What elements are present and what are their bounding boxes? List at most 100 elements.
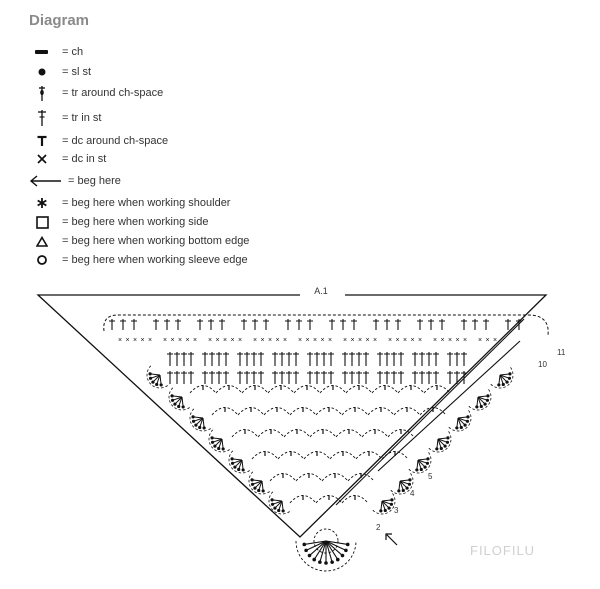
treble-stitch-icon [274, 500, 283, 509]
dc-stitch-icon: × [275, 337, 279, 344]
treble-stitch-icon [416, 459, 419, 470]
stitch-dot [202, 426, 206, 430]
treble-stitch-icon [499, 373, 510, 376]
treble-stitch-icon [437, 438, 446, 447]
dc-stitch-icon: × [418, 337, 422, 344]
treble-stitch-icon [398, 480, 401, 491]
chain-arch [408, 450, 432, 474]
legend-text: = sl st [62, 66, 92, 78]
treble-stitch-icon [325, 540, 348, 545]
dc-stitch-icon: × [148, 337, 152, 344]
stitch-dot [148, 376, 153, 380]
treble-stitch-icon [437, 437, 448, 440]
treble-stitch-icon [381, 500, 386, 511]
slip-stitch-icon [28, 63, 56, 81]
treble-stitch-icon [159, 374, 162, 385]
stitch-dot [483, 402, 487, 406]
dc-stitch-icon: × [313, 337, 317, 344]
treble-stitch-icon [325, 540, 343, 556]
treble-stitch-icon [417, 459, 426, 468]
stitch-dot [340, 553, 345, 558]
chain-arch [490, 365, 514, 389]
treble-stitch-icon [258, 480, 263, 491]
stitch-dot [155, 382, 159, 387]
treble-around-space-icon [28, 84, 56, 102]
stitch-dot [181, 405, 185, 409]
stitch-dot [230, 461, 235, 465]
stitch-dot [463, 423, 467, 427]
stitch-dot [408, 478, 412, 482]
stitch-dot [390, 498, 394, 502]
stitch-dot [173, 402, 177, 406]
treble-stitch-icon [498, 374, 501, 385]
treble-stitch-icon [325, 540, 347, 551]
treble-stitch-icon [195, 417, 204, 426]
stitch-dot [281, 509, 285, 513]
stitch-dot [465, 419, 470, 423]
treble-stitch-icon [181, 396, 184, 407]
square-icon [28, 213, 56, 231]
dc-stitch-icon: × [230, 337, 234, 344]
chain-icon [28, 43, 56, 61]
chain-row [103, 314, 549, 336]
dc-stitch-icon: × [403, 337, 407, 344]
chart-labels: A.1 2 3 4 5 10 11 [314, 286, 566, 532]
stitch-dot [159, 383, 163, 387]
treble-stitch-icon [218, 438, 223, 449]
treble-stitch-icon [313, 540, 327, 560]
stitch-dot [194, 423, 198, 427]
legend-text: = beg here when working sleeve edge [62, 254, 248, 266]
chain-ring [313, 528, 339, 554]
dc-stitch-icon: × [118, 337, 122, 344]
stitch-dot [387, 506, 391, 510]
stitch-dot [170, 394, 174, 398]
treble-stitch-icon [272, 500, 283, 505]
chain-arch [248, 471, 272, 495]
treble-stitch-icon [457, 417, 462, 428]
stitch-dot [459, 425, 463, 430]
treble-stitch-icon [417, 459, 428, 464]
stitch-dot [466, 415, 470, 419]
stitch-dot [443, 444, 447, 448]
dc-stitch-icon: × [133, 337, 137, 344]
treble-stitch-icon [476, 396, 479, 407]
treble-stitch-icon [399, 480, 410, 485]
stitch-dot [177, 404, 181, 409]
legend-row-slip-stitch: = sl st [28, 63, 91, 81]
stitch-dot [497, 383, 501, 387]
dc-stitch-icon: × [365, 337, 369, 344]
legend-row-square: = beg here when working side [28, 213, 208, 231]
treble-stitch-icon [457, 416, 468, 419]
dc-stitch-icon: × [350, 337, 354, 344]
treble-stitch-icon [178, 396, 183, 407]
treble-stitch-icon [381, 499, 392, 502]
treble-stitch-icon [436, 438, 439, 449]
stitch-dot [415, 468, 419, 472]
treble-stitch-icon [221, 438, 224, 449]
chart-fans [146, 365, 514, 572]
arrow-left-icon [28, 172, 62, 190]
treble-stitch-icon [252, 480, 263, 485]
treble-stitch-icon [254, 480, 263, 489]
chart-border [36, 294, 548, 538]
stitch-dot [318, 560, 322, 564]
chain-arch [428, 429, 452, 453]
stitch-dot [379, 509, 383, 513]
stitch-dot [501, 382, 505, 387]
dc-stitch-icon: × [395, 337, 399, 344]
stitch-dot [237, 467, 241, 472]
star-icon [28, 194, 56, 212]
chain-arch [268, 491, 292, 515]
stitch-dot [344, 548, 348, 553]
treble-stitch-icon [417, 459, 422, 470]
chain-arch [295, 540, 357, 572]
stitch-dot [270, 498, 274, 502]
dc-stitch-icon: × [388, 337, 392, 344]
legend-row-treble-in-stitch: = tr in st [28, 109, 101, 127]
legend-row-double-around-space: = dc around ch-space [28, 132, 168, 150]
treble-stitch-icon [241, 459, 244, 470]
stitch-dot [397, 489, 401, 493]
treble-stitch-icon [437, 438, 448, 443]
stitch-dot [401, 488, 405, 493]
treble-stitch-icon [202, 417, 205, 428]
